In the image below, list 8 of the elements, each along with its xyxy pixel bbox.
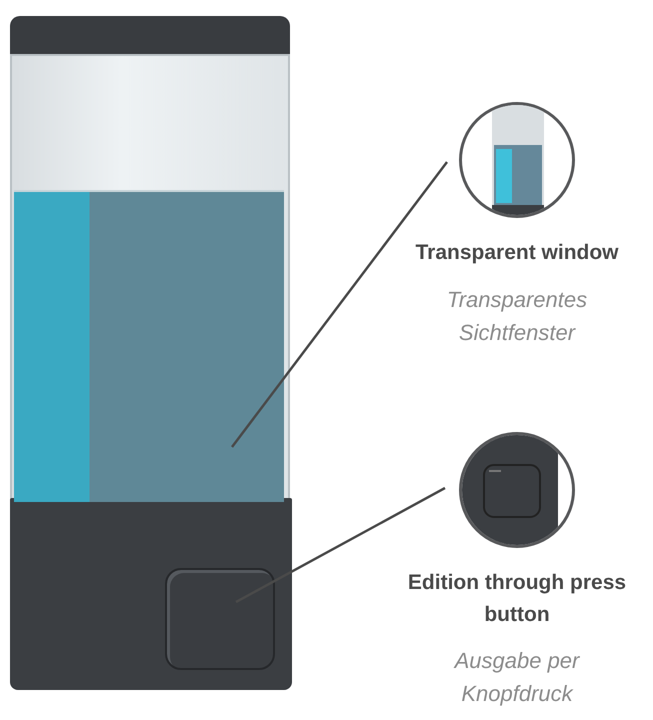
press-button (165, 568, 275, 670)
feature-translation: Ausgabe per Knopfdruck (452, 647, 581, 708)
feature-translation: Transparentes Sichtfenster (446, 286, 588, 346)
leader-line (231, 161, 448, 448)
window-liquid-area (14, 190, 284, 502)
feature-title: Edition through press button (406, 570, 628, 628)
feature-title: Transparent window (415, 240, 619, 266)
leader-line (235, 486, 446, 604)
